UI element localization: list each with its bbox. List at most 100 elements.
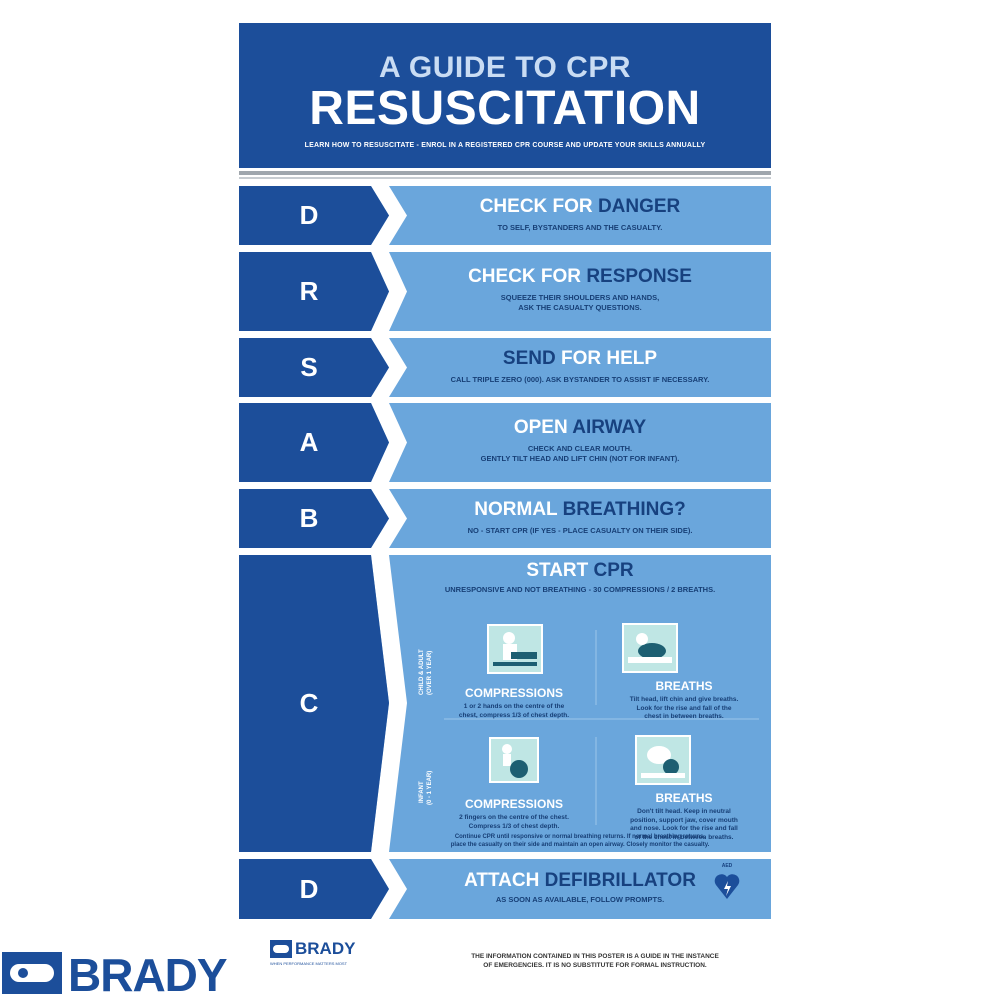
infant-breaths-icon [635, 735, 691, 785]
title-part: CPR [593, 560, 634, 581]
text-line: 2 fingers on the centre of the chest. [459, 814, 569, 821]
step-background [239, 338, 771, 397]
header-line1: A GUIDE TO CPR [378, 51, 632, 84]
adult-compressions-icon [487, 624, 543, 674]
panel-title: BREATHS [655, 791, 713, 805]
title-part: OPEN [513, 417, 573, 438]
infant-compressions: COMPRESSIONS 2 fingers on the centre of … [444, 797, 584, 831]
header-subtitle: LEARN HOW TO RESUSCITATE - ENROL IN A RE… [304, 142, 706, 149]
title-part: AIRWAY [572, 417, 647, 438]
step-content: ATTACH DEFIBRILLATOR AS SOON AS AVAILABL… [389, 870, 771, 905]
title-part: BREATHING? [562, 499, 686, 520]
adult-breaths: BREATHS Tilt head, lift chin and give br… [604, 679, 764, 722]
infant-breaths: BREATHS Don't tilt head. Keep in neutral… [604, 791, 764, 842]
poster-header: A GUIDE TO CPR RESUSCITATION LEARN HOW T… [239, 23, 771, 168]
adult-label: CHILD & ADULT [419, 649, 425, 695]
panel-text: 2 fingers on the centre of the chest.Com… [444, 814, 584, 831]
text-line: chest in between breaths. [644, 713, 724, 720]
step-defibrillator: D ATTACH DEFIBRILLATOR AS SOON AS AVAILA… [239, 859, 771, 919]
step-content: SEND FOR HELP CALL TRIPLE ZERO (000). AS… [389, 348, 771, 385]
text-line: 1 or 2 hands on the centre of the [463, 703, 565, 710]
panel-title: COMPRESSIONS [464, 797, 563, 811]
title-part: RESPONSE [586, 266, 692, 287]
title-part: NORMAL [474, 499, 563, 520]
infant-compressions-icon [489, 737, 539, 783]
step-letter: R [299, 276, 319, 306]
step-background [239, 489, 771, 548]
panel-title: COMPRESSIONS [464, 686, 563, 700]
brand-name: BRADY [68, 949, 228, 1001]
step-content: CHECK FOR RESPONSE SQUEEZE THEIR SHOULDE… [389, 266, 771, 313]
infant-label-age: (0 - 1 YEAR) [427, 771, 433, 805]
step-title: ATTACH DEFIBRILLATOR [389, 870, 771, 892]
text-line: Don't tilt head. Keep in neutral [637, 808, 731, 815]
step-background [239, 859, 771, 919]
step-text: CALL TRIPLE ZERO (000). ASK BYSTANDER TO… [450, 375, 710, 384]
step-response: R CHECK FOR RESPONSE SQUEEZE THEIR SHOUL… [239, 252, 771, 331]
label-line: INFANT [419, 781, 425, 803]
step-content: START CPR UNRESPONSIVE AND NOT BREATHING… [389, 560, 771, 595]
title-part: SEND [502, 348, 561, 369]
step-text: UNRESPONSIVE AND NOT BREATHING - 30 COMP… [444, 585, 716, 594]
step-danger: D CHECK FOR DANGER TO SELF, BYSTANDERS A… [239, 186, 771, 245]
step-letter: B [299, 503, 319, 533]
title-part: FOR HELP [561, 348, 658, 369]
disclaimer-line: THE INFORMATION CONTAINED IN THIS POSTER… [471, 953, 719, 960]
title-part: ATTACH [464, 870, 545, 891]
text-line: Look for the rise and fall of the [636, 704, 732, 712]
step-letter: D [299, 874, 319, 904]
step-letter: S [300, 352, 318, 382]
step-title: CHECK FOR DANGER [389, 196, 771, 218]
brady-logo-icon [2, 952, 62, 999]
divider [239, 177, 771, 179]
step-title: CHECK FOR RESPONSE [389, 266, 771, 288]
text-line: Compress 1/3 of chest depth. [468, 822, 560, 830]
title-part: DANGER [597, 196, 681, 217]
cpr-footer-note: Continue CPR until responsive or normal … [389, 833, 771, 849]
label-line: CHILD & ADULT [419, 649, 425, 695]
step-text: TO SELF, BYSTANDERS AND THE CASUALTY. [497, 223, 663, 232]
text-line: position, support jaw, cover mouth [630, 816, 738, 824]
adult-breaths-icon [622, 623, 678, 673]
header-title: RESUSCITATION [309, 82, 701, 135]
step-title: OPEN AIRWAY [389, 417, 771, 439]
label-line: (OVER 1 YEAR) [427, 650, 433, 695]
title-part: CHECK FOR [468, 266, 587, 287]
disclaimer-line: OF EMERGENCIES. IT IS NO SUBSTITUTE FOR … [483, 962, 707, 969]
text-line: GENTLY TILT HEAD AND LIFT CHIN (NOT FOR … [480, 454, 680, 463]
step-content: CHECK FOR DANGER TO SELF, BYSTANDERS AND… [389, 196, 771, 233]
step-text: CHECK AND CLEAR MOUTH.GENTLY TILT HEAD A… [389, 444, 771, 464]
brady-small-logo-icon [270, 940, 292, 963]
adult-compressions: COMPRESSIONS 1 or 2 hands on the centre … [444, 686, 584, 720]
step-background [239, 186, 771, 245]
step-text: SQUEEZE THEIR SHOULDERS AND HANDS,ASK TH… [389, 293, 771, 313]
aed-heart-icon: AED [714, 863, 740, 901]
disclaimer: THE INFORMATION CONTAINED IN THIS POSTER… [440, 952, 750, 970]
step-letter: A [299, 427, 319, 457]
step-text: NO - START CPR (IF YES - PLACE CASUALTY … [467, 526, 693, 535]
step-breathing: B NORMAL BREATHING? NO - START CPR (IF Y… [239, 489, 771, 548]
text-line: and nose. Look for the rise and fall [630, 825, 738, 832]
brand-name-small: BRADY [295, 939, 356, 958]
text-line: chest, compress 1/3 of chest depth. [458, 711, 570, 719]
step-background [239, 252, 771, 331]
step-text: AS SOON AS AVAILABLE, FOLLOW PROMPTS. [495, 895, 665, 904]
text-line: Tilt head, lift chin and give breaths. [629, 696, 739, 703]
title-part: DEFIBRILLATOR [544, 870, 696, 891]
step-title: START CPR [389, 560, 771, 582]
divider [239, 171, 771, 175]
title-part: CHECK FOR [479, 196, 598, 217]
text-line: CHECK AND CLEAR MOUTH. [527, 444, 633, 453]
text-line: of the chest in between breaths. [634, 833, 734, 841]
text-line: place the casualty on their side and mai… [450, 842, 710, 848]
panel-title: BREATHS [655, 679, 713, 693]
infant-label: INFANT [419, 781, 425, 803]
adult-label-age: (OVER 1 YEAR) [427, 651, 433, 695]
step-content: OPEN AIRWAY CHECK AND CLEAR MOUTH.GENTLY… [389, 417, 771, 464]
step-background [239, 403, 771, 482]
text-line: Continue CPR until responsive or normal … [454, 834, 706, 840]
step-send: S SEND FOR HELP CALL TRIPLE ZERO (000). … [239, 338, 771, 397]
step-airway: A OPEN AIRWAY CHECK AND CLEAR MOUTH.GENT… [239, 403, 771, 482]
